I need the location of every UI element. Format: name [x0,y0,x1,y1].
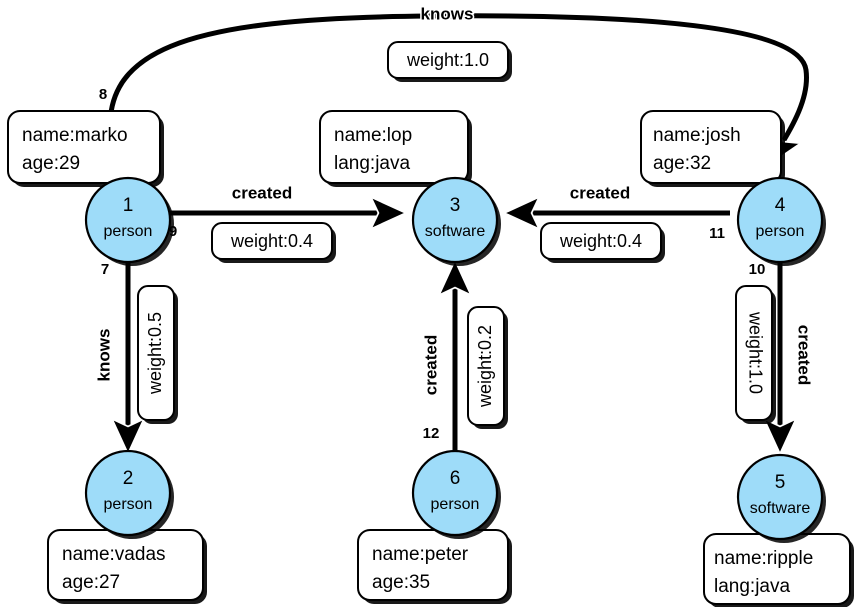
edge-12-weight-box [467,306,505,426]
edge-7-knows[interactable]: knows 7 [93,259,128,448]
vertex-5-properties[interactable]: name:ripple lang:java [703,533,854,607]
edge-10-id: 10 [749,261,766,278]
vertex-2-prop-1: age:27 [62,572,120,593]
edge-12-created[interactable]: created 12 [420,266,455,466]
edge-9-weight-box [211,222,333,260]
vertex-3-prop-0: name:lop [334,125,412,146]
edge-8-weight-text: weight:1.0 [406,50,489,70]
edge-11-label: created [570,183,630,202]
vertex-4-circle [736,176,824,264]
edge-8-label: knows [421,4,474,23]
edge-12-id: 12 [423,425,440,442]
edge-12-weight[interactable]: weight:0.2 [467,306,508,429]
edge-11-weight-text: weight:0.4 [559,231,642,251]
vertex-6-id: 6 [450,468,461,489]
vertex-4-prop-1: age:32 [653,153,711,174]
edge-8-weight-box [387,41,509,79]
edge-10-label: created [795,325,814,385]
vertex-2-label: person [104,496,153,513]
edge-10-weight-text: weight:1.0 [745,311,765,394]
edge-7-id: 7 [101,261,109,278]
vertex-4-properties[interactable]: name:josh age:32 [640,110,785,187]
vertex-2-circle [84,449,172,537]
vertex-1-id: 1 [123,195,134,216]
edge-7-weight[interactable]: weight:0.5 [137,285,178,424]
vertex-5-prop-0: name:ripple [714,548,813,569]
vertex-5-circle [736,453,824,541]
vertex-5-id: 5 [775,472,786,493]
vertex-5-label: software [750,500,811,517]
vertex-2[interactable]: 2 person [84,449,174,539]
vertex-3-properties[interactable]: name:lop lang:java [319,110,472,187]
vertex-6-label: person [431,496,480,513]
edge-8-knows[interactable]: knows 8 [97,3,810,160]
vertex-2-prop-0: name:vadas [62,544,166,565]
edge-8-weight[interactable]: weight:1.0 [387,41,512,82]
vertex-4-prop-0: name:josh [653,125,741,146]
edge-10-created[interactable]: created 10 [747,259,815,448]
vertex-4-id: 4 [775,195,786,216]
edge-10-weight[interactable]: weight:1.0 [735,285,776,424]
vertex-3-prop-1: lang:java [334,153,410,174]
edge-9-label: created [232,183,292,202]
edge-9-weight[interactable]: weight:0.4 [211,222,336,263]
vertex-1-circle [84,176,172,264]
vertex-1-properties[interactable]: name:marko age:29 [7,110,164,187]
edge-9-created[interactable]: created 9 [167,182,400,241]
edge-7-weight-text: weight:0.5 [145,312,165,395]
edge-10-weight-box [735,285,773,421]
edge-12-weight-text: weight:0.2 [475,325,495,408]
vertex-6[interactable]: 6 person [411,449,501,539]
vertex-6-prop-1: age:35 [372,572,430,593]
vertex-3-id: 3 [450,195,461,216]
vertex-4[interactable]: 4 person [736,176,826,266]
vertex-3[interactable]: 3 software [411,176,501,266]
edge-11-weight[interactable]: weight:0.4 [540,222,665,263]
vertex-4-label: person [756,223,805,240]
vertex-1-label: person [104,223,153,240]
edge-11-id: 11 [709,225,725,242]
vertex-2-id: 2 [123,468,134,489]
edge-7-weight-box [137,285,175,421]
vertex-3-label: software [425,223,486,240]
edge-9-weight-text: weight:0.4 [230,231,313,251]
edge-11-weight-box [540,222,662,260]
vertex-5[interactable]: 5 software [736,453,826,543]
edge-7-label: knows [94,329,113,382]
vertex-6-prop-0: name:peter [372,544,469,565]
vertex-1-props-box [7,110,161,184]
vertex-2-properties[interactable]: name:vadas age:27 [47,529,207,604]
vertex-3-props-box [319,110,469,184]
edge-8-id: 8 [99,86,107,103]
vertex-6-properties[interactable]: name:peter age:35 [357,529,512,604]
vertex-3-circle [411,176,499,264]
vertex-5-prop-1: lang:java [714,576,790,597]
edge-12-label: created [421,335,440,395]
vertex-6-circle [411,449,499,537]
edge-11-created[interactable]: created 11 [510,182,730,243]
vertex-1[interactable]: 1 person [84,176,174,266]
vertex-4-props-box [640,110,782,184]
vertex-1-prop-1: age:29 [22,153,80,174]
vertex-1-prop-0: name:marko [22,125,128,146]
